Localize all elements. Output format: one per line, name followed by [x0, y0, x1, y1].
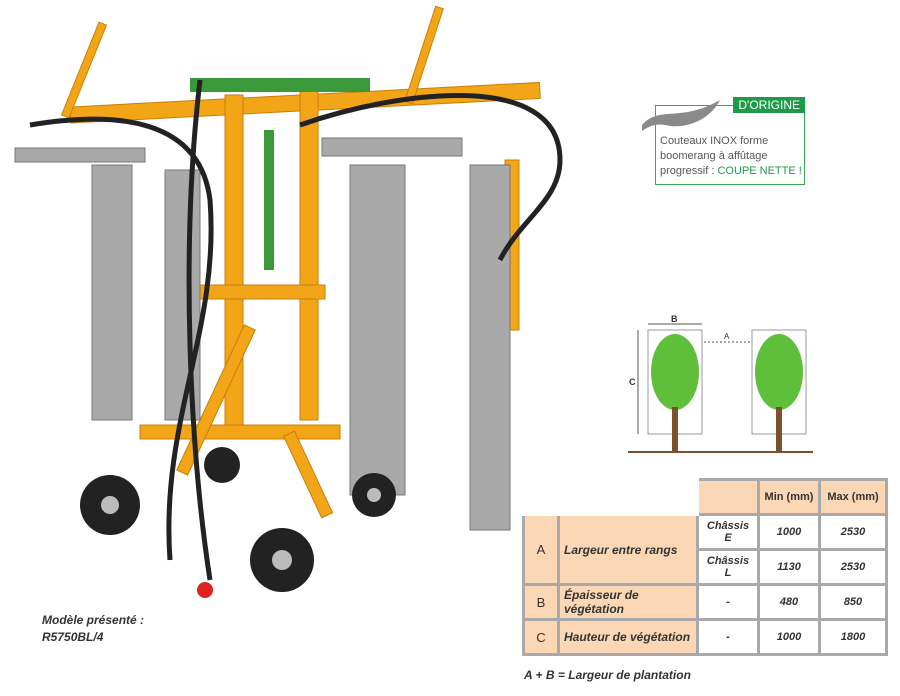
cell-min: 1130 [760, 551, 818, 583]
footnote: A + B = Largeur de plantation [524, 668, 691, 682]
row-label: Épaisseur de végétation [560, 586, 696, 618]
label-c: C [629, 377, 636, 387]
table-row: B Épaisseur de végétation - 480 850 [525, 586, 885, 618]
model-value: R5750BL/4 [42, 630, 104, 644]
row-letter: A [525, 516, 557, 583]
row-letter: B [525, 586, 557, 618]
header-max: Max (mm) [821, 481, 885, 513]
badge-highlight: COUPE NETTE ! [717, 165, 802, 177]
row-letter: C [525, 621, 557, 653]
table-header-row: Min (mm) Max (mm) [525, 481, 885, 513]
cell-chassis: Châssis E [699, 516, 757, 548]
badge-text: Couteaux INOX forme boomerang à affûtage… [660, 134, 802, 179]
specs-table: Min (mm) Max (mm) A Largeur entre rangs … [522, 478, 888, 656]
cell-max: 2530 [821, 516, 885, 548]
row-label: Hauteur de végétation [560, 621, 696, 653]
model-caption: Modèle présenté : R5750BL/4 [42, 612, 144, 646]
cell-min: 1000 [760, 516, 818, 548]
origin-badge: D'ORIGINE Couteaux INOX forme boomerang … [655, 97, 805, 185]
badge-line-1: Couteaux INOX forme [660, 135, 769, 147]
header-min: Min (mm) [760, 481, 818, 513]
machine-photo [14, 5, 563, 598]
cell-chassis: Châssis L [699, 551, 757, 583]
cell-max: 2530 [821, 551, 885, 583]
table-row: C Hauteur de végétation - 1000 1800 [525, 621, 885, 653]
blade-icon [642, 100, 720, 131]
model-label: Modèle présenté : [42, 613, 145, 627]
cell-chassis: - [699, 621, 757, 653]
origin-tag: D'ORIGINE [733, 97, 805, 113]
label-b: B [671, 314, 678, 324]
header-chassis [699, 481, 757, 513]
cell-min: 480 [760, 586, 818, 618]
cell-max: 850 [821, 586, 885, 618]
row-label: Largeur entre rangs [560, 516, 696, 583]
cell-max: 1800 [821, 621, 885, 653]
badge-line-3: progressif : [660, 165, 718, 177]
table-row: A Largeur entre rangs Châssis E 1000 253… [525, 516, 885, 583]
badge-line-2: boomerang à affûtage [660, 150, 768, 162]
cell-min: 1000 [760, 621, 818, 653]
table-row: Châssis L 1130 2530 [525, 551, 885, 583]
row-spacing-diagram: B A C [628, 314, 813, 453]
label-a: A [724, 332, 730, 341]
cell-chassis: - [699, 586, 757, 618]
